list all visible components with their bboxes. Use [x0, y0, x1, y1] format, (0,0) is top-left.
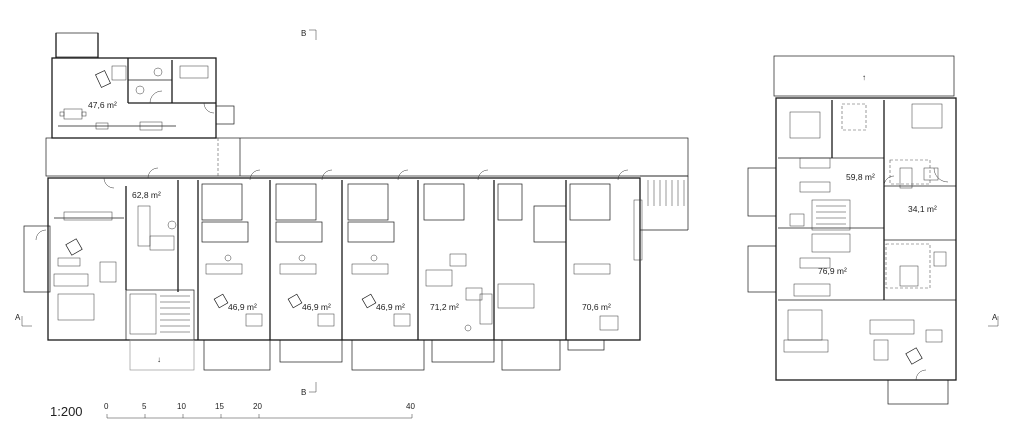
area-label-unit-4: 71,2 m²	[430, 302, 459, 312]
unit-5-fittings	[497, 169, 643, 331]
scale-tick-20: 20	[253, 402, 262, 411]
area-label-right-low: 76,9 m²	[818, 266, 847, 276]
area-label-unit-1: 46,9 m²	[228, 302, 257, 312]
annex-top-left: 47,6 m²	[51, 32, 235, 139]
area-label-unit-3: 46,9 m²	[376, 302, 405, 312]
scale-ratio: 1:200	[50, 404, 83, 419]
scale-tick-10: 10	[177, 402, 186, 411]
section-mark-b-bottom: B	[301, 388, 306, 397]
down-arrow-icon: ↓	[157, 355, 161, 364]
section-mark-b-top: B	[301, 29, 306, 38]
section-mark-a-right: A	[992, 313, 998, 322]
scale-tick-40: 40	[406, 402, 415, 411]
right-building: ↑	[747, 55, 957, 405]
area-label-unit-5: 70,6 m²	[582, 302, 611, 312]
section-marks: B B A A	[15, 29, 999, 397]
main-building: 62,8 m² ↓	[23, 167, 685, 371]
area-label-unit-2: 46,9 m²	[302, 302, 331, 312]
unit-1-fittings	[201, 169, 263, 327]
corridor-band	[45, 137, 689, 231]
unit-4-fittings	[423, 169, 493, 332]
scale-tick-5: 5	[142, 402, 147, 411]
area-label-right-mid: 34,1 m²	[908, 204, 937, 214]
area-label-right-top: 59,8 m²	[846, 172, 875, 182]
area-label-annex: 47,6 m²	[88, 100, 117, 110]
exterior-stair	[647, 180, 685, 206]
scale-bar: 1:200 0 5 10 15 20 40	[50, 402, 415, 419]
unit-3-fittings	[347, 169, 411, 327]
area-label-left-unit: 62,8 m²	[132, 190, 161, 200]
scale-tick-0: 0	[104, 402, 109, 411]
scale-tick-15: 15	[215, 402, 224, 411]
section-mark-a-left: A	[15, 313, 21, 322]
north-arrow-icon: ↑	[862, 73, 866, 82]
unit-2-fittings	[275, 169, 335, 327]
